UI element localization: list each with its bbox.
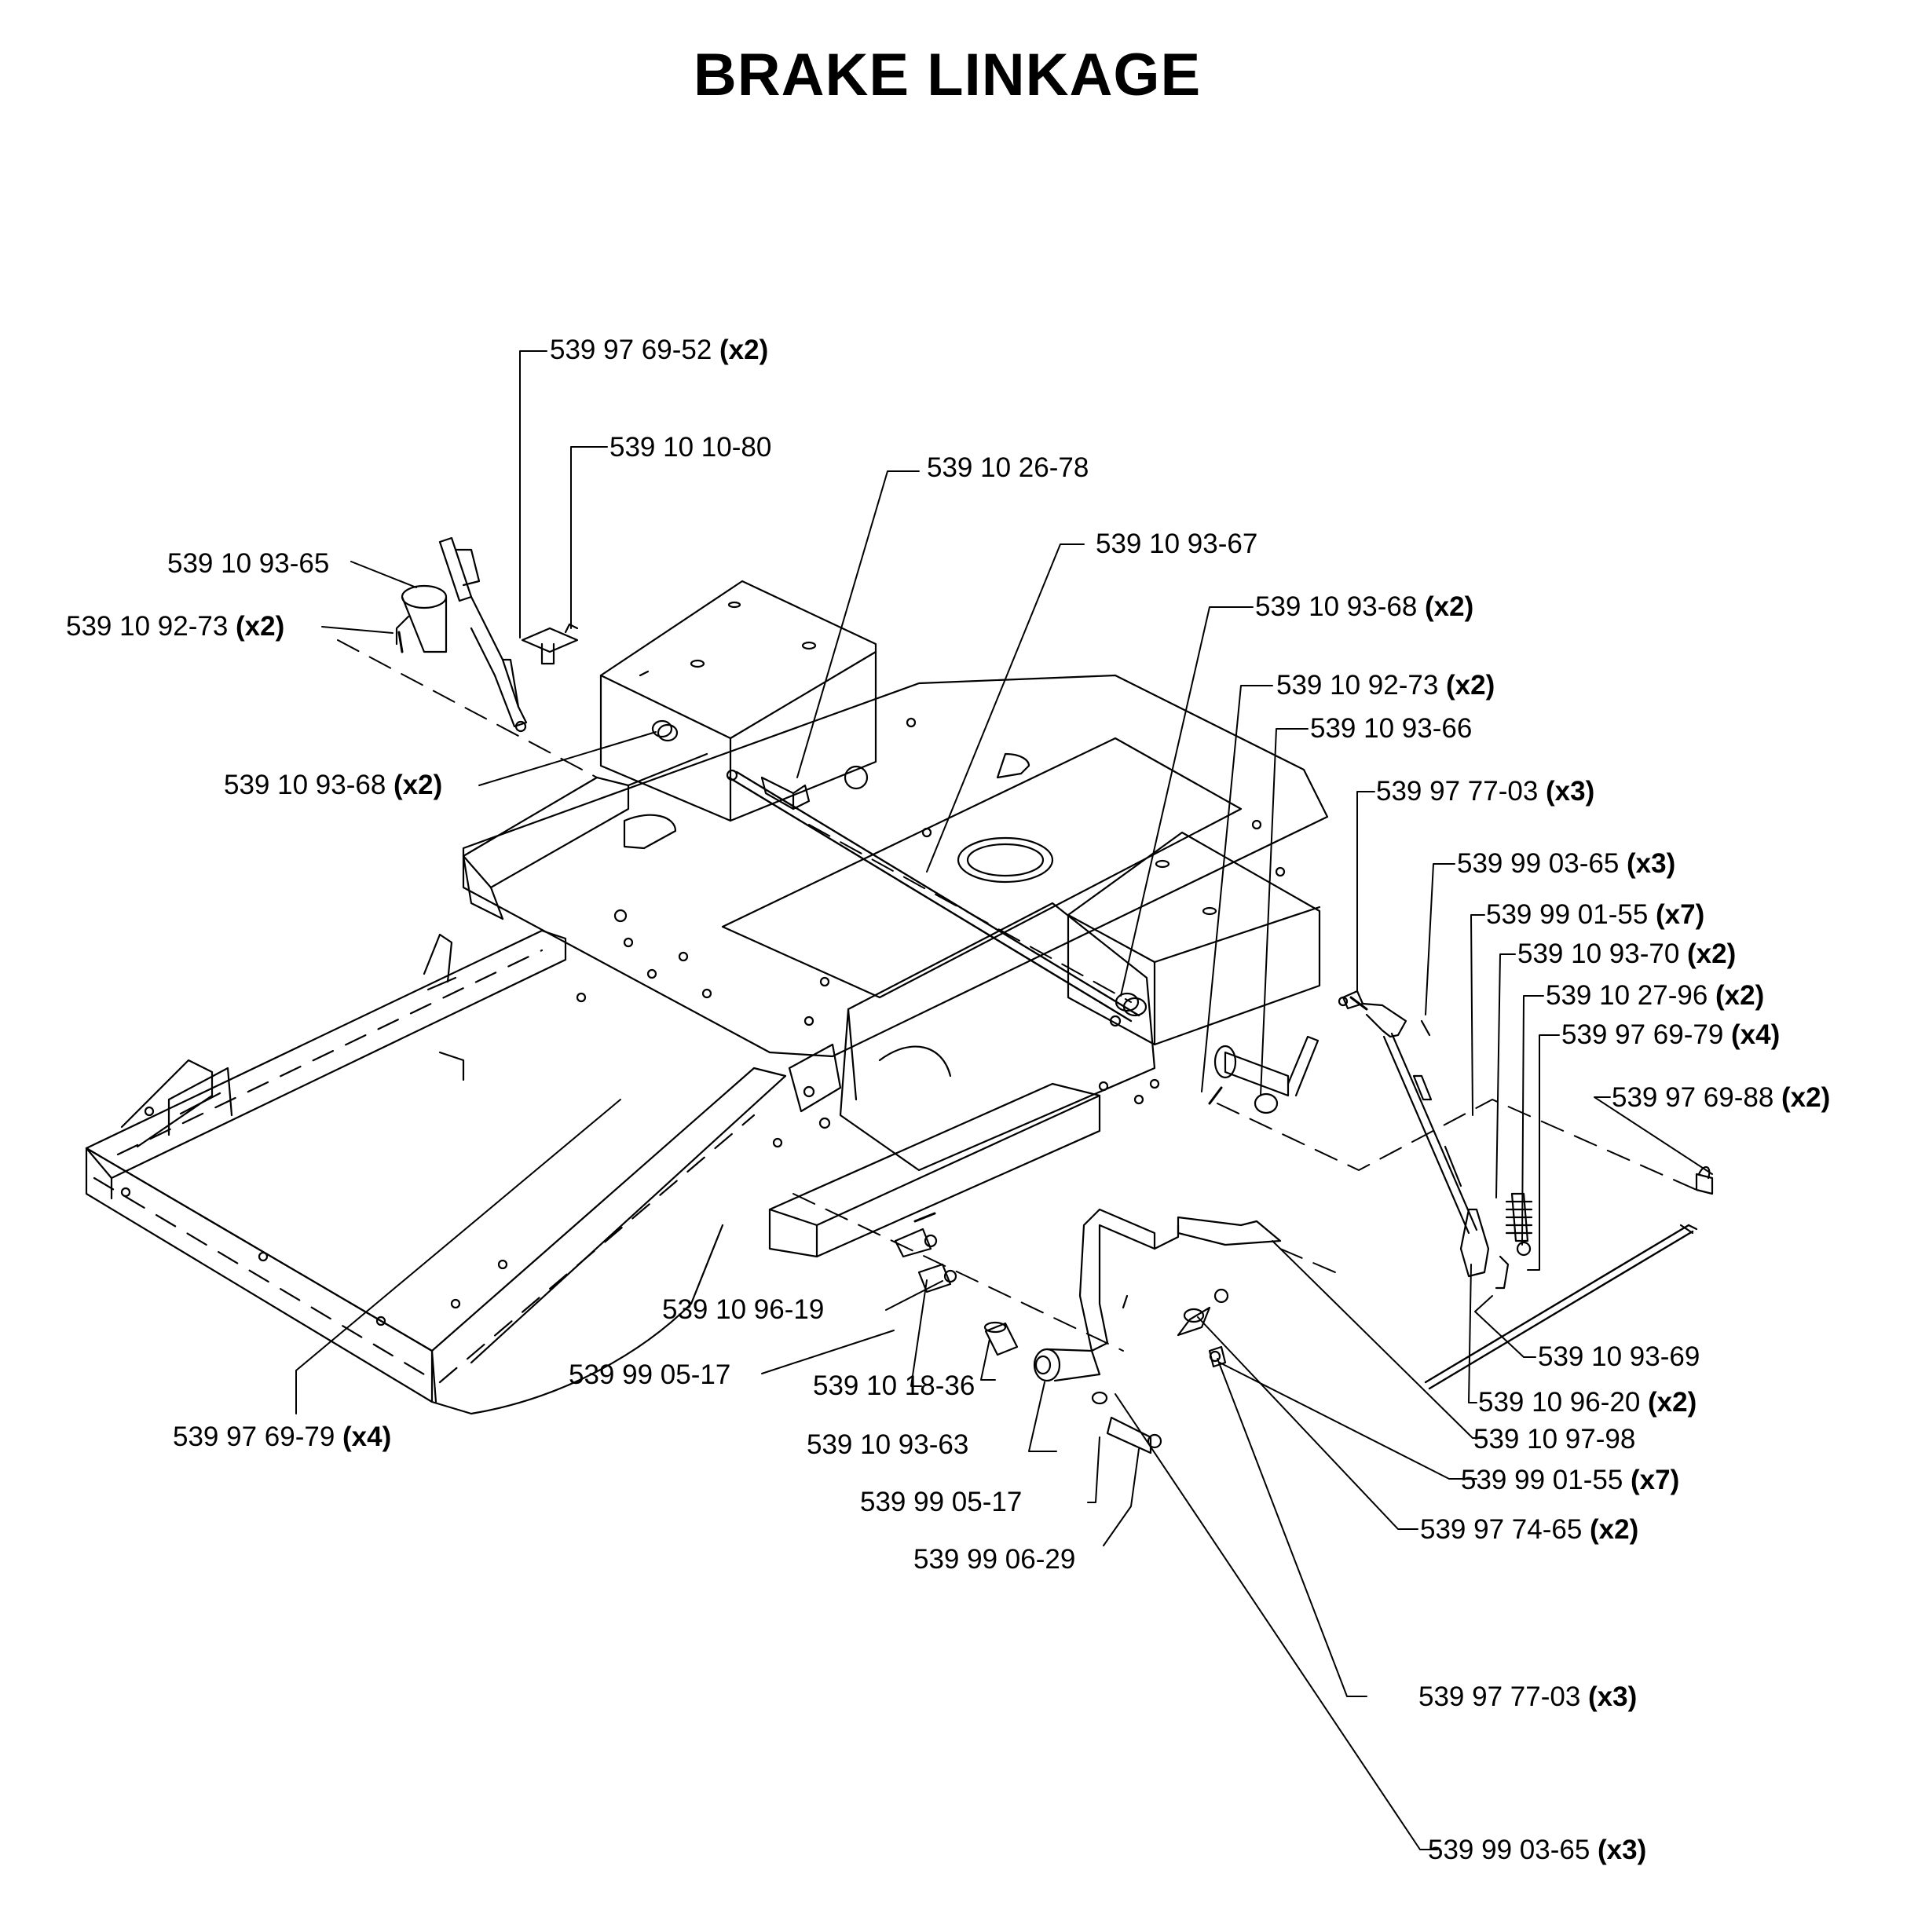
quantity: (x2) xyxy=(1425,591,1474,622)
part-number: 539 97 69-88 xyxy=(1612,1082,1774,1113)
part-number: 539 10 93-68 xyxy=(224,770,386,800)
part-number: 539 10 27-96 xyxy=(1546,980,1708,1011)
quantity: (x3) xyxy=(1598,1835,1647,1865)
part-number: 539 10 93-70 xyxy=(1517,939,1680,969)
callout-c03: 539 10 26-78 xyxy=(927,454,1089,481)
callout-c24: 539 10 93-63 xyxy=(807,1431,968,1458)
part-number: 539 10 93-66 xyxy=(1310,713,1473,744)
part-number: 539 10 18-36 xyxy=(813,1370,975,1401)
part-number: 539 97 74-65 xyxy=(1420,1514,1583,1545)
callout-c09: 539 10 93-66 xyxy=(1310,715,1472,742)
part-number: 539 99 01-55 xyxy=(1486,899,1649,930)
quantity: (x3) xyxy=(1546,776,1595,807)
part-number: 539 10 93-63 xyxy=(807,1429,969,1460)
brake-cross-rod xyxy=(726,769,1140,1023)
part-number: 539 10 26-78 xyxy=(927,452,1089,483)
callout-c22: 539 10 96-20 (x2) xyxy=(1478,1389,1697,1416)
part-number: 539 10 10-80 xyxy=(609,432,772,463)
quantity: (x4) xyxy=(342,1422,392,1452)
callout-c26: 539 99 01-55 (x7) xyxy=(1461,1466,1679,1494)
callout-c20: 539 10 18-36 xyxy=(813,1372,975,1400)
quantity: (x7) xyxy=(1656,899,1705,930)
part-number: 539 10 93-68 xyxy=(1255,591,1418,622)
front-mount-bolts xyxy=(894,1212,957,1293)
callout-c19: 539 99 05-17 xyxy=(569,1361,730,1389)
quantity: (x2) xyxy=(1781,1082,1831,1113)
callout-c18: 539 10 96-19 xyxy=(662,1296,824,1323)
part-number: 539 97 69-79 xyxy=(173,1422,335,1452)
callout-c10: 539 10 93-68 (x2) xyxy=(224,771,442,799)
pedal-pivot-parts xyxy=(983,1288,1229,1454)
callout-c27: 539 99 05-17 xyxy=(860,1488,1022,1516)
callout-c01: 539 97 69-52 (x2) xyxy=(550,336,768,364)
quantity: (x2) xyxy=(1715,980,1765,1011)
quantity: (x2) xyxy=(1590,1514,1639,1545)
part-number: 539 97 69-79 xyxy=(1561,1019,1724,1050)
callout-c21: 539 10 93-69 xyxy=(1538,1343,1700,1370)
upper-bracket xyxy=(521,623,579,665)
rod-collar xyxy=(760,776,811,810)
quantity: (x7) xyxy=(1631,1465,1680,1495)
leader-lines xyxy=(295,350,1713,1850)
part-number: 539 10 96-20 xyxy=(1478,1387,1641,1418)
callout-c17: 539 97 69-88 (x2) xyxy=(1612,1084,1830,1111)
part-number: 539 10 93-65 xyxy=(167,548,330,579)
part-number: 539 99 03-65 xyxy=(1428,1835,1590,1865)
left-brake-handle xyxy=(395,536,528,733)
left-bushing xyxy=(651,719,679,742)
part-number: 539 99 06-29 xyxy=(913,1544,1076,1575)
part-number: 539 97 77-03 xyxy=(1418,1681,1581,1712)
callout-c02: 539 10 10-80 xyxy=(609,434,771,461)
quantity: (x3) xyxy=(1627,848,1676,879)
callout-c23: 539 97 69-79 (x4) xyxy=(173,1423,391,1451)
callout-c16: 539 97 69-79 (x4) xyxy=(1561,1021,1780,1048)
callout-c25: 539 10 97-98 xyxy=(1473,1425,1635,1453)
part-number: 539 10 92-73 xyxy=(1276,670,1439,701)
part-number: 539 99 03-65 xyxy=(1457,848,1620,879)
part-number: 539 97 77-03 xyxy=(1376,776,1539,807)
quantity: (x2) xyxy=(393,770,443,800)
quantity: (x2) xyxy=(236,611,285,642)
part-number: 539 99 05-17 xyxy=(860,1487,1023,1517)
quantity: (x2) xyxy=(719,335,769,365)
callout-c04: 539 10 93-65 xyxy=(167,550,329,577)
callout-c12: 539 99 03-65 (x3) xyxy=(1457,850,1675,877)
part-number: 539 10 96-19 xyxy=(662,1294,825,1325)
quantity: (x2) xyxy=(1687,939,1737,969)
callout-c29: 539 99 06-29 xyxy=(913,1546,1075,1573)
callout-c31: 539 99 03-65 (x3) xyxy=(1428,1836,1646,1864)
quantity: (x4) xyxy=(1731,1019,1781,1050)
quantity: (x3) xyxy=(1588,1681,1638,1712)
diagram-title: BRAKE LINKAGE xyxy=(693,42,1202,108)
callout-c08: 539 10 92-73 (x2) xyxy=(1276,671,1495,699)
quantity: (x2) xyxy=(1648,1387,1697,1418)
callout-c14: 539 10 93-70 (x2) xyxy=(1517,940,1736,968)
brake-pedal-arm xyxy=(1033,1208,1282,1382)
brake-link-rod xyxy=(1349,996,1533,1290)
quantity: (x2) xyxy=(1446,670,1495,701)
callout-c11: 539 97 77-03 (x3) xyxy=(1376,778,1594,805)
callout-c06: 539 10 93-67 xyxy=(1096,530,1257,558)
callout-c05: 539 10 92-73 (x2) xyxy=(66,613,284,640)
assembly-lines xyxy=(337,639,1697,1352)
part-number: 539 99 05-17 xyxy=(569,1359,731,1390)
right-brake-arm xyxy=(1115,992,1320,1114)
callout-c28: 539 97 74-65 (x2) xyxy=(1420,1516,1638,1543)
part-number: 539 99 01-55 xyxy=(1461,1465,1623,1495)
part-number: 539 10 97-98 xyxy=(1473,1424,1636,1454)
callout-c15: 539 10 27-96 (x2) xyxy=(1546,982,1764,1009)
callout-c30: 539 97 77-03 (x3) xyxy=(1418,1683,1637,1711)
mower-frame xyxy=(85,580,1329,1415)
part-number: 539 10 93-67 xyxy=(1096,529,1258,559)
left-pin xyxy=(397,631,404,653)
callout-c13: 539 99 01-55 (x7) xyxy=(1486,901,1704,928)
part-number: 539 10 92-73 xyxy=(66,611,229,642)
frame-holes xyxy=(120,717,1349,1326)
part-number: 539 97 69-52 xyxy=(550,335,712,365)
callout-c07: 539 10 93-68 (x2) xyxy=(1255,593,1473,620)
part-number: 539 10 93-69 xyxy=(1538,1341,1700,1372)
